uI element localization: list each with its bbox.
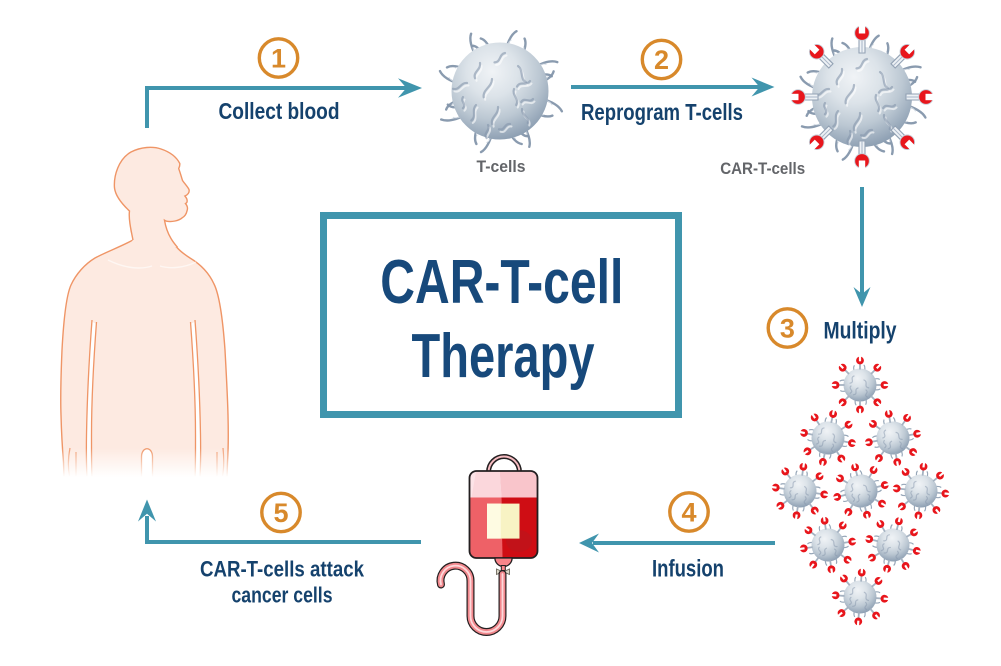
svg-text:CAR-T-cells attack: CAR-T-cells attack [200,556,365,581]
svg-text:Infusion: Infusion [652,556,724,583]
svg-text:1: 1 [271,44,286,74]
svg-text:4: 4 [681,498,696,528]
svg-text:CAR-T-cells: CAR-T-cells [720,159,805,178]
svg-text:Therapy: Therapy [412,322,595,391]
svg-text:Reprogram T-cells: Reprogram T-cells [581,99,743,125]
svg-text:cancer cells: cancer cells [232,583,333,608]
svg-text:CAR-T-cell: CAR-T-cell [380,248,623,317]
svg-text:5: 5 [273,498,288,528]
svg-text:Multiply: Multiply [824,318,898,345]
svg-text:T-cells: T-cells [477,157,526,176]
svg-text:3: 3 [780,314,795,344]
svg-text:2: 2 [654,45,669,75]
svg-text:Collect blood: Collect blood [219,98,340,124]
